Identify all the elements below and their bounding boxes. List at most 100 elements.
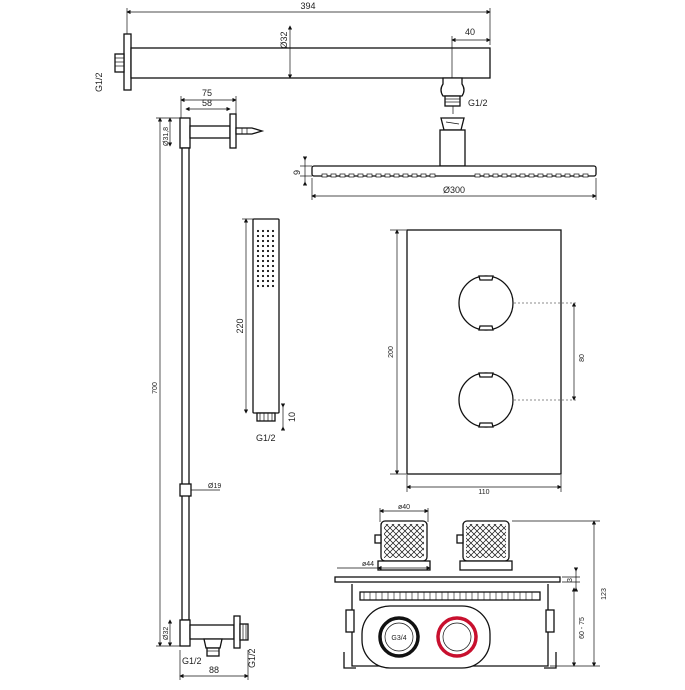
hand-shower-nozzle — [256, 279, 260, 283]
rail-bottom-thread-down — [206, 647, 220, 657]
arm-wall-flange — [123, 33, 132, 91]
hand-shower-nozzle — [266, 264, 270, 268]
hand-shower-nozzle — [271, 264, 275, 268]
mixer-base-left — [377, 560, 431, 571]
hand-shower-nozzle — [266, 254, 270, 258]
rail-top-screw — [235, 127, 265, 135]
rail-slider — [179, 483, 192, 497]
hand-shower-nozzle — [256, 254, 260, 258]
head-nozzle — [420, 173, 427, 178]
hand-shower-nozzle — [271, 249, 275, 253]
arm-length-label: 394 — [300, 1, 315, 11]
head-nozzle — [411, 173, 418, 178]
arm-diameter-label: Ø32 — [279, 31, 289, 48]
hand-shower-nozzle — [256, 239, 260, 243]
hand-shower-nozzle — [271, 239, 275, 243]
rail-height-label: 700 — [152, 382, 159, 394]
head-nozzle — [555, 173, 562, 178]
hand-shower-connector-label: 10 — [287, 412, 297, 422]
head-nozzles — [321, 173, 589, 178]
mixer-inlet-label: G3/4 — [391, 635, 406, 642]
arm-offset-label: 40 — [465, 27, 475, 37]
hand-shower-nozzle — [271, 269, 275, 273]
hand-shower-nozzle — [256, 264, 260, 268]
hand-shower-nozzles — [256, 229, 275, 288]
mixer-ribs — [363, 592, 533, 600]
plate-body — [406, 229, 562, 475]
hand-shower-nozzle — [256, 259, 260, 263]
rail-rod-diameter-label: Ø19 — [208, 483, 221, 490]
hand-shower-nozzle — [266, 279, 270, 283]
mixer-base-diameter-label: ø44 — [362, 561, 374, 568]
plate-spacing-label: 80 — [579, 354, 586, 362]
head-ball-joint — [440, 117, 465, 131]
head-nozzle — [366, 173, 373, 178]
plate-height-label: 200 — [388, 346, 395, 358]
hand-shower-nozzle — [266, 234, 270, 238]
head-nozzle — [339, 173, 346, 178]
head-nozzle — [384, 173, 391, 178]
mixer-top-rail — [359, 591, 541, 601]
hand-shower-nozzle — [256, 234, 260, 238]
arm-thread-bottom-label: G1/2 — [468, 98, 488, 108]
head-nozzle — [519, 173, 526, 178]
hand-shower-nozzle — [271, 279, 275, 283]
hand-shower-nozzle — [261, 269, 265, 273]
mixer-plate-thickness-label: 3 — [567, 578, 574, 582]
hand-shower-nozzle — [266, 249, 270, 253]
rail-thread-left-label: G1/2 — [182, 656, 202, 666]
arm-wall-thread — [114, 53, 125, 73]
hand-shower-nozzle — [266, 244, 270, 248]
hand-shower-nozzle — [261, 239, 265, 243]
hand-shower-thread-label: G1/2 — [256, 433, 276, 443]
head-nozzle — [501, 173, 508, 178]
hand-shower-nozzle — [271, 284, 275, 288]
plate-knob-bottom-marker — [478, 372, 494, 378]
rail-bottom-width-label: 88 — [209, 665, 219, 675]
hand-shower-nozzle — [266, 269, 270, 273]
hand-shower-nozzle — [266, 284, 270, 288]
shower-head: 9 Ø300 — [292, 117, 597, 200]
head-nozzle — [483, 173, 490, 178]
hand-shower-nozzle — [271, 244, 275, 248]
hand-shower-nozzle — [256, 244, 260, 248]
rail-top-wall-flange — [229, 113, 237, 149]
hand-shower-nozzle — [261, 264, 265, 268]
head-nozzle — [357, 173, 364, 178]
hand-shower-connector — [256, 412, 276, 422]
head-nozzle — [402, 173, 409, 178]
head-nozzle — [492, 173, 499, 178]
hand-shower-nozzle — [271, 254, 275, 258]
head-nozzle — [321, 173, 328, 178]
hand-shower-nozzle — [256, 274, 260, 278]
hand-shower-nozzle — [271, 259, 275, 263]
hand-shower-nozzle — [256, 249, 260, 253]
hand-shower-nozzle — [256, 229, 260, 233]
hand-shower-nozzle — [256, 284, 260, 288]
head-nozzle — [537, 173, 544, 178]
hand-shower-nozzle — [261, 284, 265, 288]
arm-down-connector — [440, 77, 465, 97]
hand-shower-nozzle — [261, 279, 265, 283]
shower-arm: 394 G1/2 Ø32 40 G1/2 — [94, 1, 491, 114]
hand-shower-nozzle — [266, 229, 270, 233]
mixer-side-clip-right — [545, 609, 555, 633]
mixer-knob-diameter-label: ø40 — [398, 504, 410, 511]
head-nozzle — [474, 173, 481, 178]
head-nozzle — [348, 173, 355, 178]
mixer-base-right — [459, 560, 513, 571]
rail-top-diameter-label: Ø31,8 — [163, 127, 170, 146]
head-nozzle — [393, 173, 400, 178]
plate-knob-top — [458, 275, 514, 331]
head-thickness-label: 9 — [292, 170, 302, 175]
rail-top-inner-label: 58 — [202, 98, 212, 108]
rail-thread-right-label: G1/2 — [247, 648, 257, 668]
hand-shower-body — [252, 218, 280, 414]
hand-shower-nozzle — [261, 249, 265, 253]
slide-rail: 75 58 Ø31,8 Ø19 700 — [152, 88, 265, 680]
mixer-total-height-label: 123 — [601, 588, 608, 600]
thermostat-plate: 80 200 110 — [388, 229, 586, 496]
hand-shower-nozzle — [261, 274, 265, 278]
rail-bottom-outlet — [203, 638, 223, 649]
hand-shower-nozzle — [271, 234, 275, 238]
